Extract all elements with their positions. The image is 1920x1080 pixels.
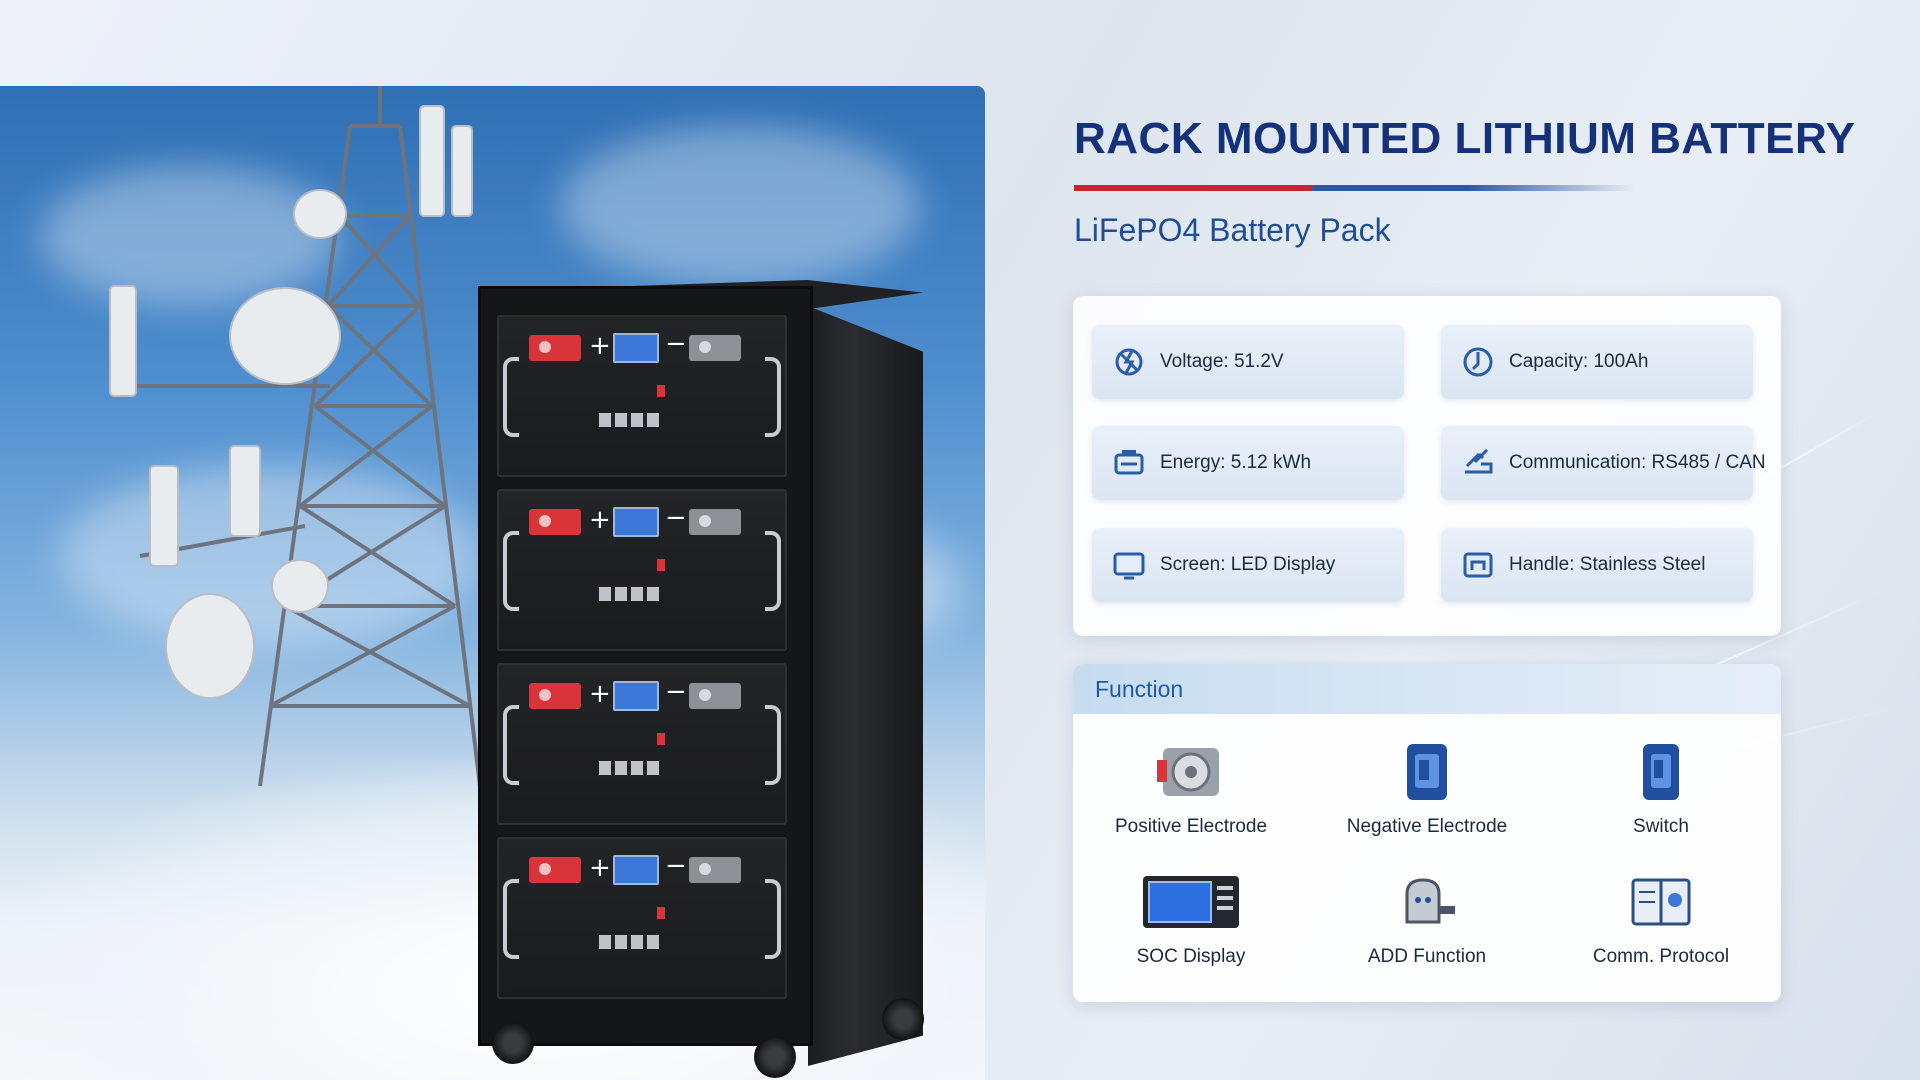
spec-energy-label: Energy: 5.12 kWh	[1160, 452, 1312, 473]
power-switch	[657, 559, 665, 571]
minus-sign-icon: −	[665, 677, 687, 707]
telecom-tower	[109, 86, 482, 787]
module-handle	[503, 531, 519, 611]
spec-communication-label: Communication: RS485 / CAN	[1509, 452, 1766, 473]
battery-module: + −	[497, 315, 787, 477]
positive-terminal	[529, 857, 581, 883]
comm-protocol-icon	[1631, 878, 1691, 926]
spec-capacity-label: Capacity: 100Ah	[1509, 351, 1649, 372]
plus-sign-icon: +	[589, 853, 611, 883]
spec-screen-label: Screen: LED Display	[1160, 554, 1336, 575]
cloud	[560, 126, 920, 286]
module-handle	[765, 531, 781, 611]
handle-icon	[1463, 552, 1493, 578]
spec-communication: Communication: RS485 / CAN	[1441, 426, 1766, 500]
negative-terminal	[689, 857, 741, 883]
module-handle	[503, 705, 519, 785]
power-switch	[657, 733, 665, 745]
function-card: Function Positive Electrode Negative Ele…	[1073, 664, 1781, 1002]
negative-terminal	[689, 509, 741, 535]
function-item-soc-display: SOC Display	[1081, 870, 1301, 968]
minus-sign-icon: −	[665, 329, 687, 359]
voltage-icon	[1115, 348, 1143, 376]
spec-capacity: Capacity: 100Ah	[1441, 325, 1753, 399]
negative-terminal	[689, 683, 741, 709]
spec-voltage-label: Voltage: 51.2V	[1160, 351, 1284, 372]
product-photo: + − + − +	[0, 86, 985, 1080]
plus-sign-icon: +	[589, 679, 611, 709]
energy-icon	[1114, 450, 1144, 475]
function-item-negative-electrode: Negative Electrode	[1317, 740, 1537, 838]
module-handle	[765, 879, 781, 959]
power-switch	[657, 907, 665, 919]
page-title: RACK MOUNTED LITHIUM BATTERY	[1074, 114, 1856, 163]
comm-ports	[599, 587, 659, 601]
function-item-add-function: ADD Function	[1317, 870, 1537, 968]
battery-module: + −	[497, 837, 787, 999]
lcd-screen	[613, 507, 659, 537]
function-item-positive-electrode: Positive Electrode	[1081, 740, 1301, 838]
module-handle	[765, 357, 781, 437]
function-label: Switch	[1633, 816, 1689, 837]
positive-electrode-icon	[1157, 748, 1219, 796]
battery-module: + −	[497, 663, 787, 825]
minus-sign-icon: −	[665, 851, 687, 881]
caster-wheel	[754, 1036, 796, 1078]
add-function-icon	[1405, 878, 1455, 924]
function-label: SOC Display	[1136, 946, 1246, 967]
spec-screen: Screen: LED Display	[1092, 528, 1404, 602]
positive-terminal	[529, 683, 581, 709]
power-switch	[657, 385, 665, 397]
negative-terminal	[689, 335, 741, 361]
switch-icon	[1643, 744, 1679, 800]
function-label: Comm. Protocol	[1592, 946, 1730, 967]
specs-card: Voltage: 51.2V Capacity: 100Ah Energy: 5…	[1073, 296, 1781, 636]
module-handle	[765, 705, 781, 785]
function-label: ADD Function	[1367, 946, 1487, 967]
caster-wheel	[492, 1022, 534, 1064]
battery-module: + −	[497, 489, 787, 651]
capacity-icon	[1463, 347, 1493, 377]
negative-electrode-icon	[1407, 744, 1447, 800]
lcd-screen	[613, 855, 659, 885]
positive-terminal	[529, 335, 581, 361]
function-label: Negative Electrode	[1346, 816, 1508, 837]
spec-handle: Handle: Stainless Steel	[1441, 528, 1753, 602]
cloud	[40, 166, 340, 306]
minus-sign-icon: −	[665, 503, 687, 533]
plus-sign-icon: +	[589, 331, 611, 361]
positive-terminal	[529, 509, 581, 535]
function-label: Positive Electrode	[1114, 816, 1268, 837]
page-subtitle: LiFePO4 Battery Pack	[1074, 212, 1391, 248]
comm-ports	[599, 935, 659, 949]
module-handle	[503, 357, 519, 437]
cabinet-side-panel	[808, 306, 923, 1066]
plus-sign-icon: +	[589, 505, 611, 535]
caster-wheel	[882, 998, 924, 1040]
communication-icon	[1465, 448, 1493, 474]
function-header: Function	[1073, 664, 1781, 714]
spec-energy: Energy: 5.12 kWh	[1092, 426, 1404, 500]
spec-voltage: Voltage: 51.2V	[1092, 325, 1404, 399]
cloud	[60, 466, 480, 646]
spec-handle-label: Handle: Stainless Steel	[1509, 554, 1706, 575]
soc-display-icon	[1143, 876, 1239, 928]
module-handle	[503, 879, 519, 959]
comm-ports	[599, 761, 659, 775]
lcd-screen	[613, 681, 659, 711]
function-item-switch: Switch	[1551, 740, 1771, 838]
screen-icon	[1113, 552, 1145, 580]
cabinet-front: + − + − +	[478, 286, 813, 1046]
battery-cabinet: + − + − +	[478, 280, 948, 1080]
lcd-screen	[613, 333, 659, 363]
title-underline	[1074, 185, 1634, 191]
comm-ports	[599, 413, 659, 427]
function-item-comm-protocol: Comm. Protocol	[1551, 870, 1771, 968]
